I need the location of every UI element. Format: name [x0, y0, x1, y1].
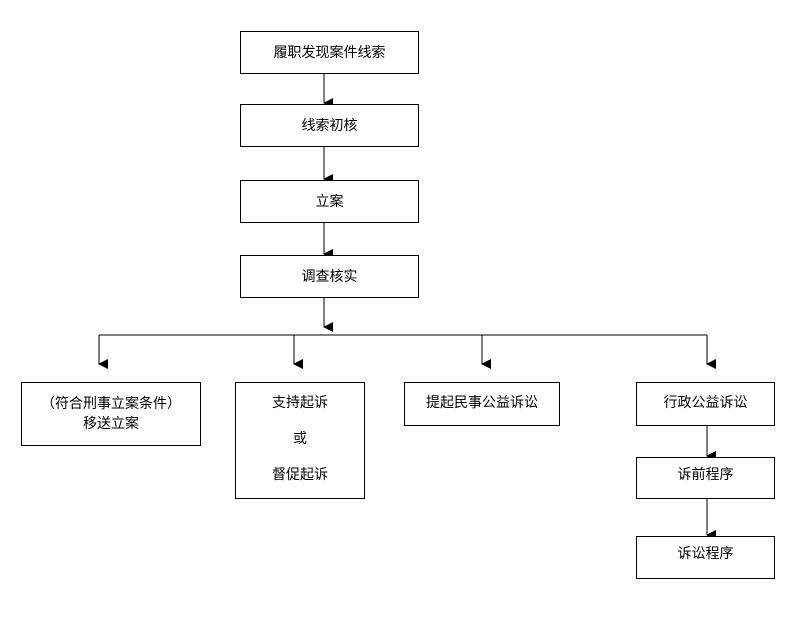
node-discover-clues: 履职发现案件线索 — [240, 31, 419, 74]
node-file-case: 立案 — [240, 180, 419, 223]
node-pre-litigation: 诉前程序 — [636, 457, 775, 499]
node-preliminary-check-label: 线索初核 — [301, 117, 358, 134]
node-discover-clues-label: 履职发现案件线索 — [273, 44, 386, 61]
node-file-case-label: 立案 — [315, 193, 344, 210]
node-civil-litigation: 提起民事公益诉讼 — [404, 382, 560, 426]
node-civil-litigation-label: 提起民事公益诉讼 — [426, 395, 538, 411]
node-transfer-criminal-line2: 移送立案 — [83, 416, 139, 432]
node-administrative-litigation: 行政公益诉讼 — [636, 382, 775, 426]
node-administrative-litigation-label: 行政公益诉讼 — [663, 395, 748, 411]
node-litigation-procedure-label: 诉讼程序 — [677, 546, 734, 562]
node-investigation: 调查核实 — [240, 255, 419, 298]
node-support-or-urge-line1: 支持起诉 — [272, 395, 328, 411]
node-transfer-criminal-line1: （符合刑事立案条件） — [41, 396, 181, 412]
node-litigation-procedure: 诉讼程序 — [636, 536, 775, 579]
node-preliminary-check: 线索初核 — [240, 104, 419, 147]
node-support-or-urge-line2: 或 — [293, 431, 307, 447]
node-support-or-urge-line3: 督促起诉 — [272, 467, 328, 483]
node-transfer-criminal: （符合刑事立案条件） 移送立案 — [21, 382, 201, 446]
node-pre-litigation-label: 诉前程序 — [677, 467, 734, 483]
node-support-or-urge: 支持起诉 或 督促起诉 — [235, 382, 365, 499]
node-investigation-label: 调查核实 — [301, 268, 358, 285]
